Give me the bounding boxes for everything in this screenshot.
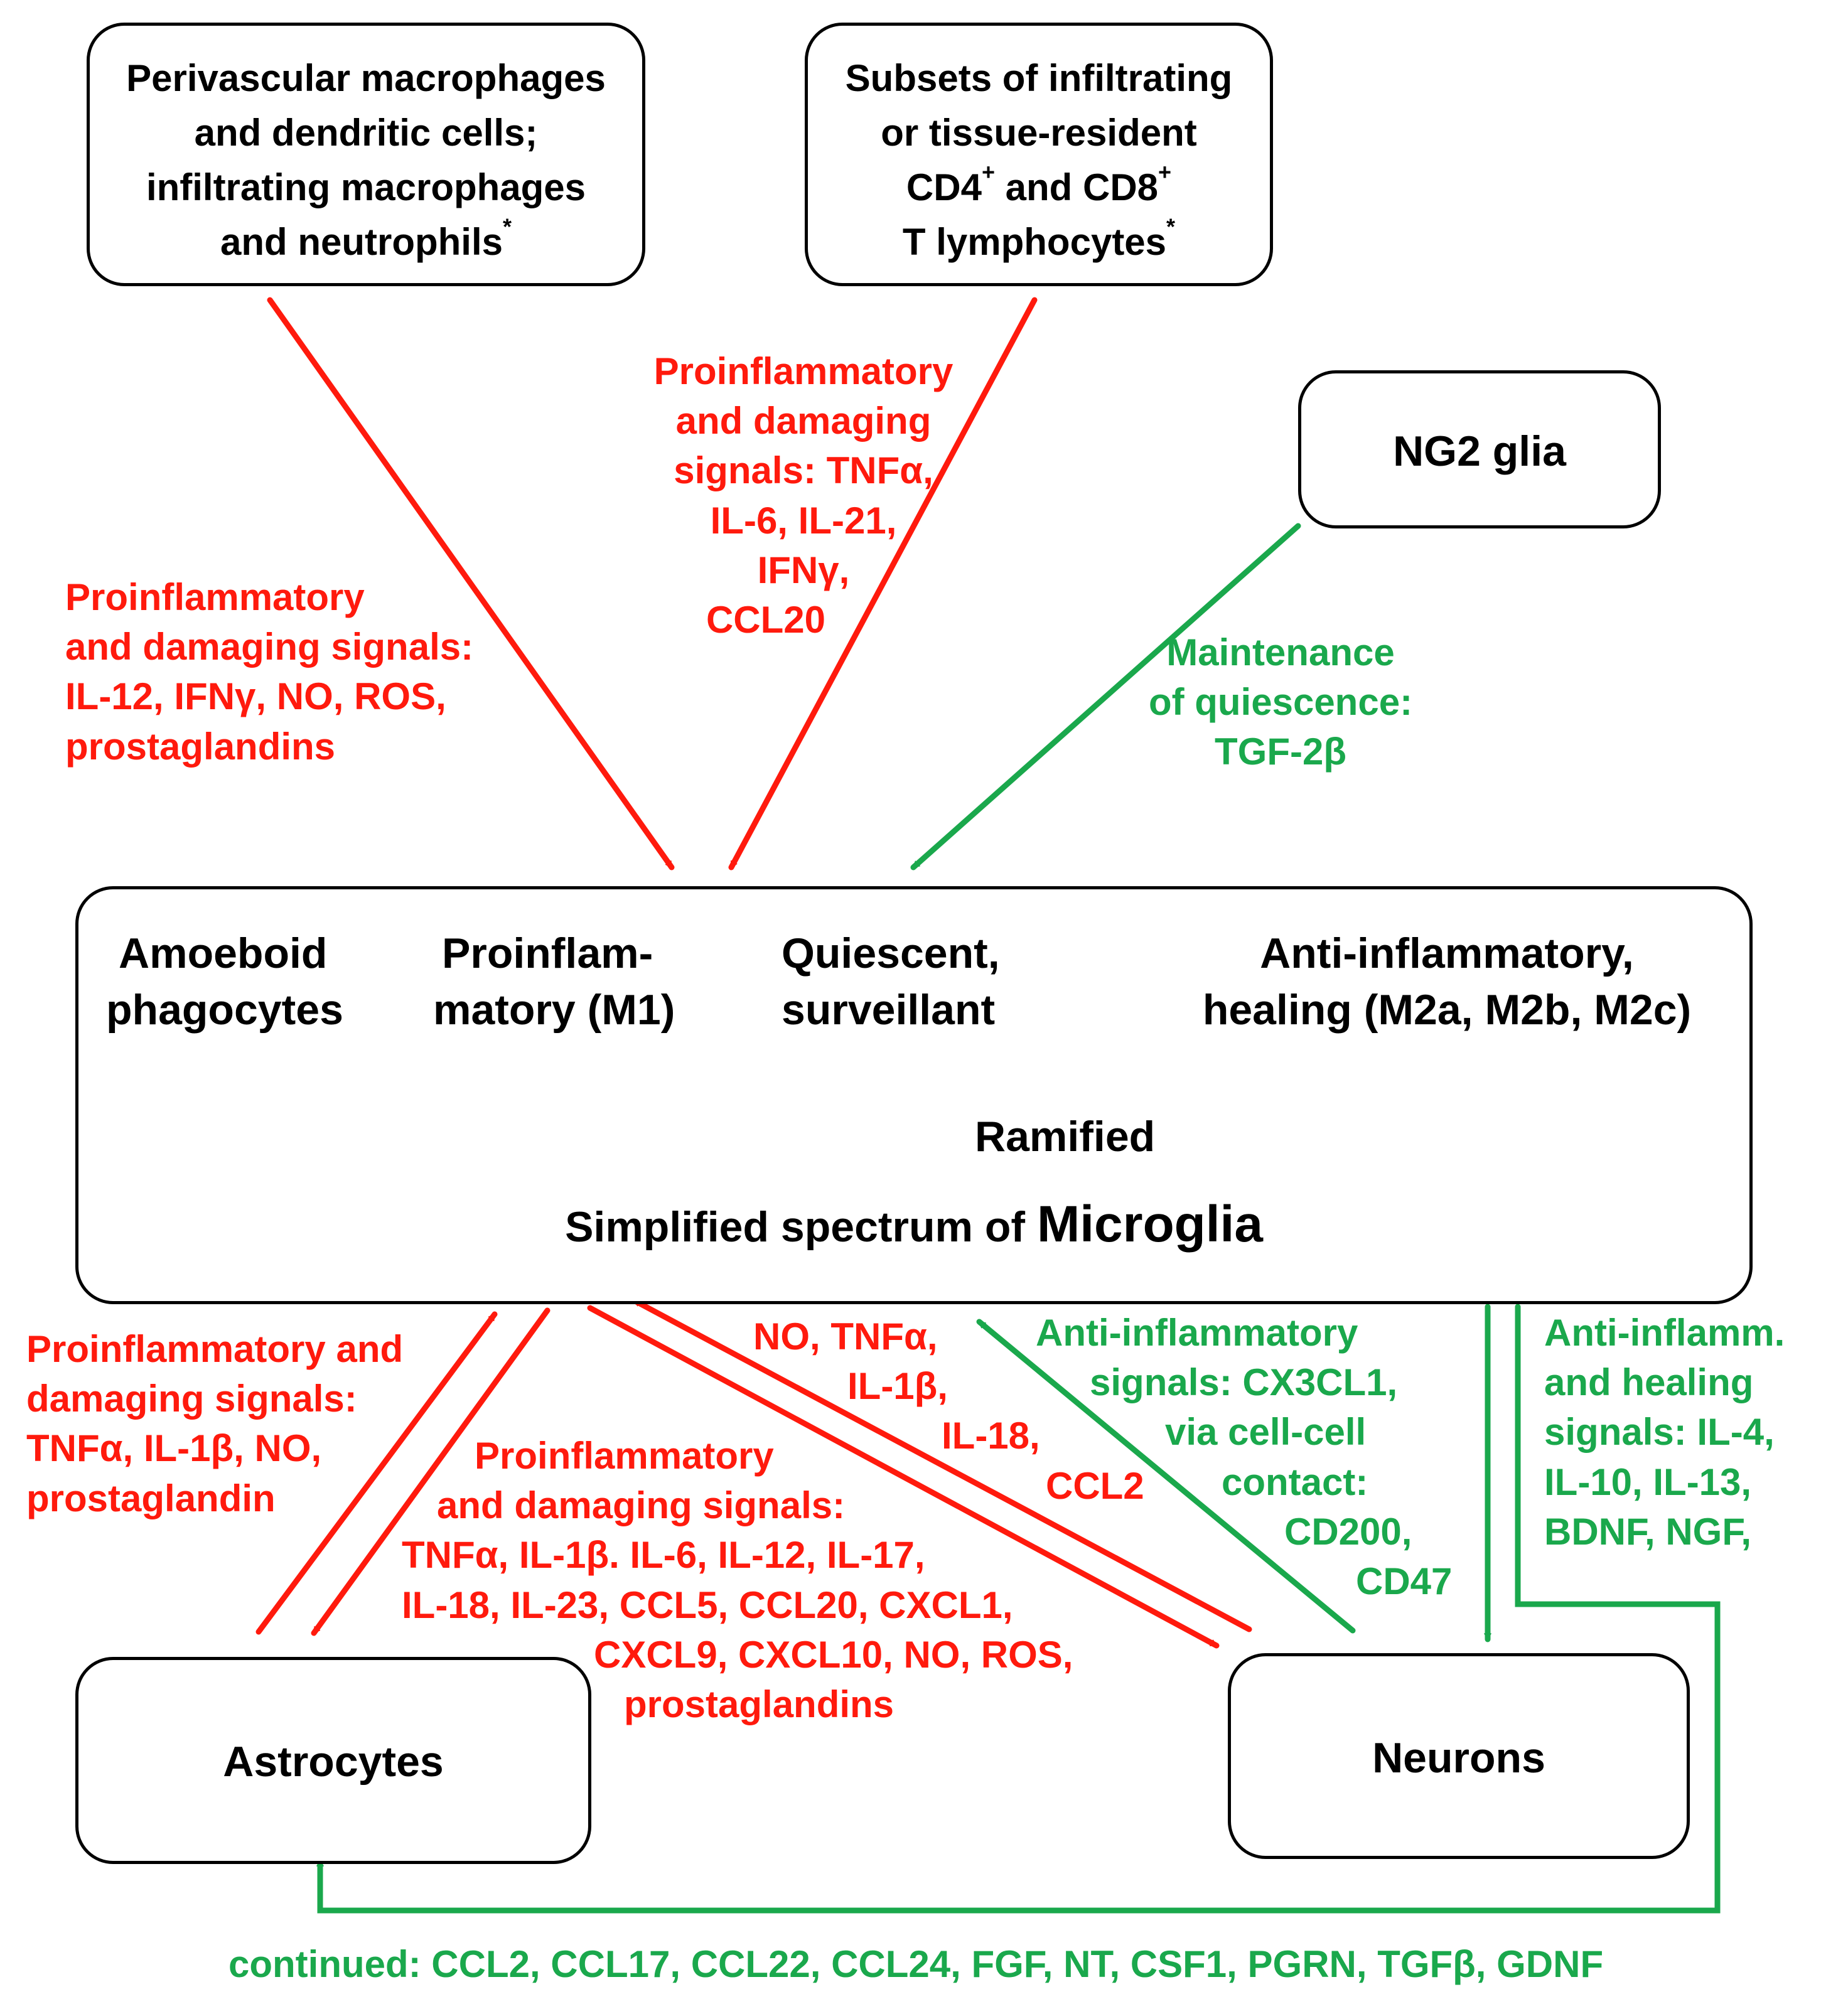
signal-astrocytes-to-microglia: Proinflammatory and damaging signals: TN… xyxy=(26,1328,404,1519)
microglia-box: Amoeboid phagocytes Proinflam- matory (M… xyxy=(75,886,1753,1304)
microglia-title: Simplified spectrum of Microglia xyxy=(565,1196,1263,1253)
t-lymphocytes-label: Subsets of infiltrating or tissue-reside… xyxy=(845,57,1233,263)
ng2-glia-box: NG2 glia xyxy=(1298,370,1661,528)
perivascular-cells-box: Perivascular macrophages and dendritic c… xyxy=(87,23,645,286)
arrow-neurons-to-microglia-red xyxy=(631,1297,1252,1632)
neurons-label: Neurons xyxy=(1372,1734,1545,1782)
arrow-microglia-to-neurons-red xyxy=(587,1305,1220,1649)
signal-tcells-to-microglia: Proinflammatory and damaging signals: TN… xyxy=(653,350,954,641)
microglia-state-quiescent: Quiescent, surveillant xyxy=(782,929,1000,1034)
signal-perivascular-to-microglia: Proinflammatory and damaging signals: IL… xyxy=(65,576,474,768)
astrocytes-label: Astrocytes xyxy=(223,1738,444,1786)
astrocytes-box: Astrocytes xyxy=(75,1657,591,1864)
arrow-neurons-to-microglia-green xyxy=(976,1319,1356,1634)
microglia-state-amoeboid: Amoeboid phagocytes xyxy=(106,929,343,1034)
arrow-astrocytes-to-microglia xyxy=(255,1311,498,1635)
microglia-state-m2: Anti-inflammatory, healing (M2a, M2b, M2… xyxy=(1202,929,1692,1034)
signal-ng2-to-microglia: Maintenance of quiescence: TGF-2β xyxy=(1148,631,1413,773)
t-lymphocytes-box: Subsets of infiltrating or tissue-reside… xyxy=(805,23,1273,286)
signal-continued: continued: CCL2, CCL17, CCL22, CCL24, FG… xyxy=(228,1943,1604,1985)
arrow-microglia-to-astrocytes xyxy=(311,1307,551,1636)
microglia-state-m1: Proinflam- matory (M1) xyxy=(433,929,675,1034)
perivascular-cells-label: Perivascular macrophages and dendritic c… xyxy=(126,57,606,263)
arrow-ng2-to-microglia xyxy=(910,523,1301,871)
signal-neurons-to-microglia-green: Anti-inflammatory signals: CX3CL1, via c… xyxy=(1036,1312,1453,1602)
arrow-microglia-to-astrocytes-green xyxy=(320,1304,1721,1914)
signal-microglia-to-neurons-green: Anti-inflamm. and healing signals: IL-4,… xyxy=(1544,1312,1785,1553)
neurons-box: Neurons xyxy=(1228,1653,1690,1859)
arrow-perivascular-to-microglia xyxy=(267,297,675,871)
ng2-glia-label: NG2 glia xyxy=(1393,427,1566,475)
signal-neurons-to-microglia-red: NO, TNFα, IL-1β, IL-18, CCL2 xyxy=(753,1315,1144,1507)
signal-microglia-to-astrocytes-neurons: Proinflammatory and damaging signals: TN… xyxy=(402,1435,1073,1725)
arrow-tcells-to-microglia xyxy=(728,297,1038,871)
ramified-label: Ramified xyxy=(975,1113,1156,1160)
